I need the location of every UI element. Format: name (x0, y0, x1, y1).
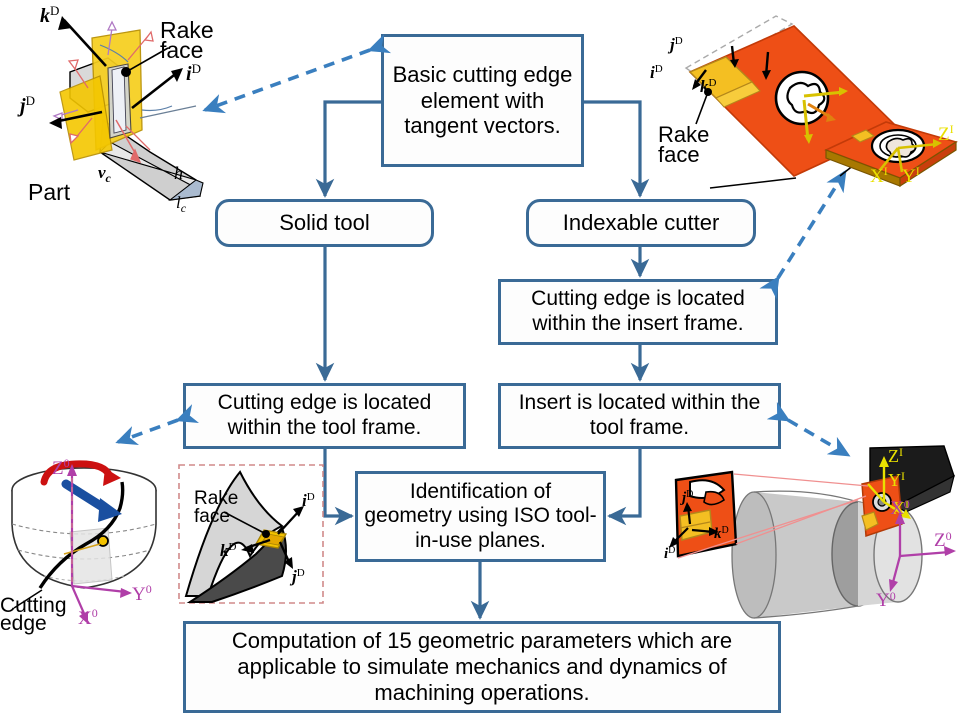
svg-text:Z0: Z0 (934, 529, 952, 551)
turning-tool-workpiece-illustration: ZI YI XI X0 Z0 Y0 jD iD kD (664, 445, 956, 619)
node-computation-parameters[interactable]: Computation of 15 geometric parameters w… (183, 621, 781, 713)
cutting-edge-element-illustration: kD iD jD Rake face Part vc h lc (17, 3, 214, 215)
zoom-leader-lines (677, 473, 869, 559)
tool-frame-axes (867, 456, 911, 519)
label-inset-j: jD (289, 567, 305, 586)
node-solid-tool[interactable]: Solid tool (215, 199, 434, 247)
rake-face-plane (59, 29, 143, 161)
svg-text:XI: XI (870, 164, 888, 187)
insert-tangent-vectors (692, 45, 771, 90)
label-inset-k: kD (220, 541, 237, 560)
dashed-link-tool-frame-edge-to-bottom-left-illustration (115, 404, 200, 446)
connector-tool-frame-edge-to-identification (323, 449, 354, 526)
svg-text:YI: YI (902, 164, 920, 187)
label-insert-j-vector: jD (667, 35, 683, 54)
label-i-vector: iD (186, 61, 201, 85)
cutting-edge-curve (38, 481, 125, 589)
label-bl-axis-y: Y0 (132, 582, 152, 605)
node-indexable-cutter[interactable]: Indexable cutter (526, 199, 756, 247)
svg-text:Y0: Y0 (876, 589, 896, 611)
label-insert-k-vector: kD (700, 77, 717, 96)
svg-text:iD: iD (664, 545, 675, 562)
node-identification-iso-planes[interactable]: Identification of geometry using ISO too… (355, 471, 606, 562)
svg-text:YI: YI (888, 469, 905, 490)
node-indexable-cutter-label: Indexable cutter (562, 210, 720, 236)
node-insert-frame-label: Cutting edge is located within the inser… (531, 287, 745, 335)
label-bl-axis-z: Z0 (52, 456, 70, 479)
label-insert-rake-line1: Rake (658, 122, 709, 147)
insert-axis-arrows (802, 87, 848, 144)
tool-insert-zoom (674, 470, 738, 558)
connector-basic-to-solid-tool (315, 100, 381, 198)
rake-leader (125, 47, 169, 73)
indexable-insert-illustration: jD iD kD Rake face ZI XI YI (650, 15, 958, 189)
cutter-axis-labels: ZI XI YI (870, 122, 954, 187)
label-lc: lc (176, 193, 187, 215)
label-cutting-edge-line2: edge (0, 612, 47, 635)
rotation-arrow (40, 460, 121, 486)
label-part: Part (28, 179, 71, 205)
zoom-insert-vector-labels: jD iD kD (664, 489, 729, 562)
label-h: h (174, 163, 183, 183)
svg-text:ZI: ZI (888, 445, 903, 466)
svg-text:XI: XI (892, 497, 909, 518)
workpiece-frame-axes (889, 512, 956, 592)
workpiece-axes (67, 464, 132, 624)
flute-dark-face (186, 526, 287, 603)
label-cutting-edge-line1: Cutting (0, 594, 67, 617)
node-solid-tool-label: Solid tool (279, 210, 370, 236)
solid-tool-flute-illustration: Z0 Y0 X0 Cutting edge (0, 456, 157, 635)
label-insert-i-vector: iD (650, 63, 663, 82)
cutting-edge-leader (13, 589, 43, 609)
node-tool-frame-edge-label: Cutting edge is located within the tool … (217, 391, 432, 439)
cutter-axes (878, 139, 942, 173)
connector-basic-to-indexable-cutter (584, 100, 650, 198)
edge-helper (63, 543, 101, 555)
workpiece-frame-axis-labels: X0 Z0 Y0 (876, 497, 952, 611)
label-rake-face-line1: Rake (160, 17, 214, 43)
tool-frame-axis-labels: ZI YI XI (888, 445, 909, 518)
label-inset-rake-line2: face (194, 506, 230, 527)
node-insert-tool-frame[interactable]: Insert is located within the tool frame. (498, 383, 781, 449)
svg-text:kD: kD (714, 525, 729, 542)
node-computation-label: Computation of 15 geometric parameters w… (231, 628, 733, 705)
rake-leader-insert (695, 91, 709, 125)
svg-text:ZI: ZI (938, 122, 954, 145)
label-inset-rake-line1: Rake (194, 488, 238, 509)
tool-holder (861, 445, 955, 538)
main-insert (688, 25, 900, 177)
zoom-insert-vectors (669, 502, 719, 548)
node-basic-cutting-edge-element[interactable]: Basic cutting edge element with tangent … (381, 34, 584, 167)
node-cutting-edge-tool-frame[interactable]: Cutting edge is located within the tool … (183, 383, 466, 449)
helper-lines (99, 44, 197, 119)
cutter-body-small (823, 121, 958, 188)
label-insert-rake-line2: face (658, 142, 700, 167)
label-j-vector: jD (17, 93, 35, 117)
svg-text:jD: jD (680, 489, 693, 506)
inset-rake-leader (223, 511, 267, 535)
label-inset-i: iD (302, 491, 315, 510)
flute-light-face (184, 470, 284, 597)
zoom-leader-bottom (709, 177, 797, 189)
label-bl-axis-x: X0 (78, 606, 98, 629)
node-cutting-edge-insert-frame[interactable]: Cutting edge is located within the inser… (498, 279, 778, 345)
label-rake-face-line2: face (160, 37, 203, 63)
node-identification-label: Identification of geometry using ISO too… (364, 479, 597, 552)
tangent-vectors (49, 16, 183, 129)
node-basic-label: Basic cutting edge element with tangent … (392, 61, 573, 139)
tool-envelope (11, 467, 157, 589)
rake-face-detail-inset: Rake face iD kD jD (178, 464, 324, 604)
connector-tool-frame-insert-to-identification (607, 449, 642, 526)
label-cutting-velocity: vc (98, 163, 112, 185)
label-k-vector: kD (40, 3, 59, 27)
edge-point-marker (97, 535, 109, 547)
node-tool-frame-insert-label: Insert is located within the tool frame. (518, 391, 761, 439)
inset-vectors (241, 506, 304, 569)
svg-text:X0: X0 (890, 497, 910, 519)
